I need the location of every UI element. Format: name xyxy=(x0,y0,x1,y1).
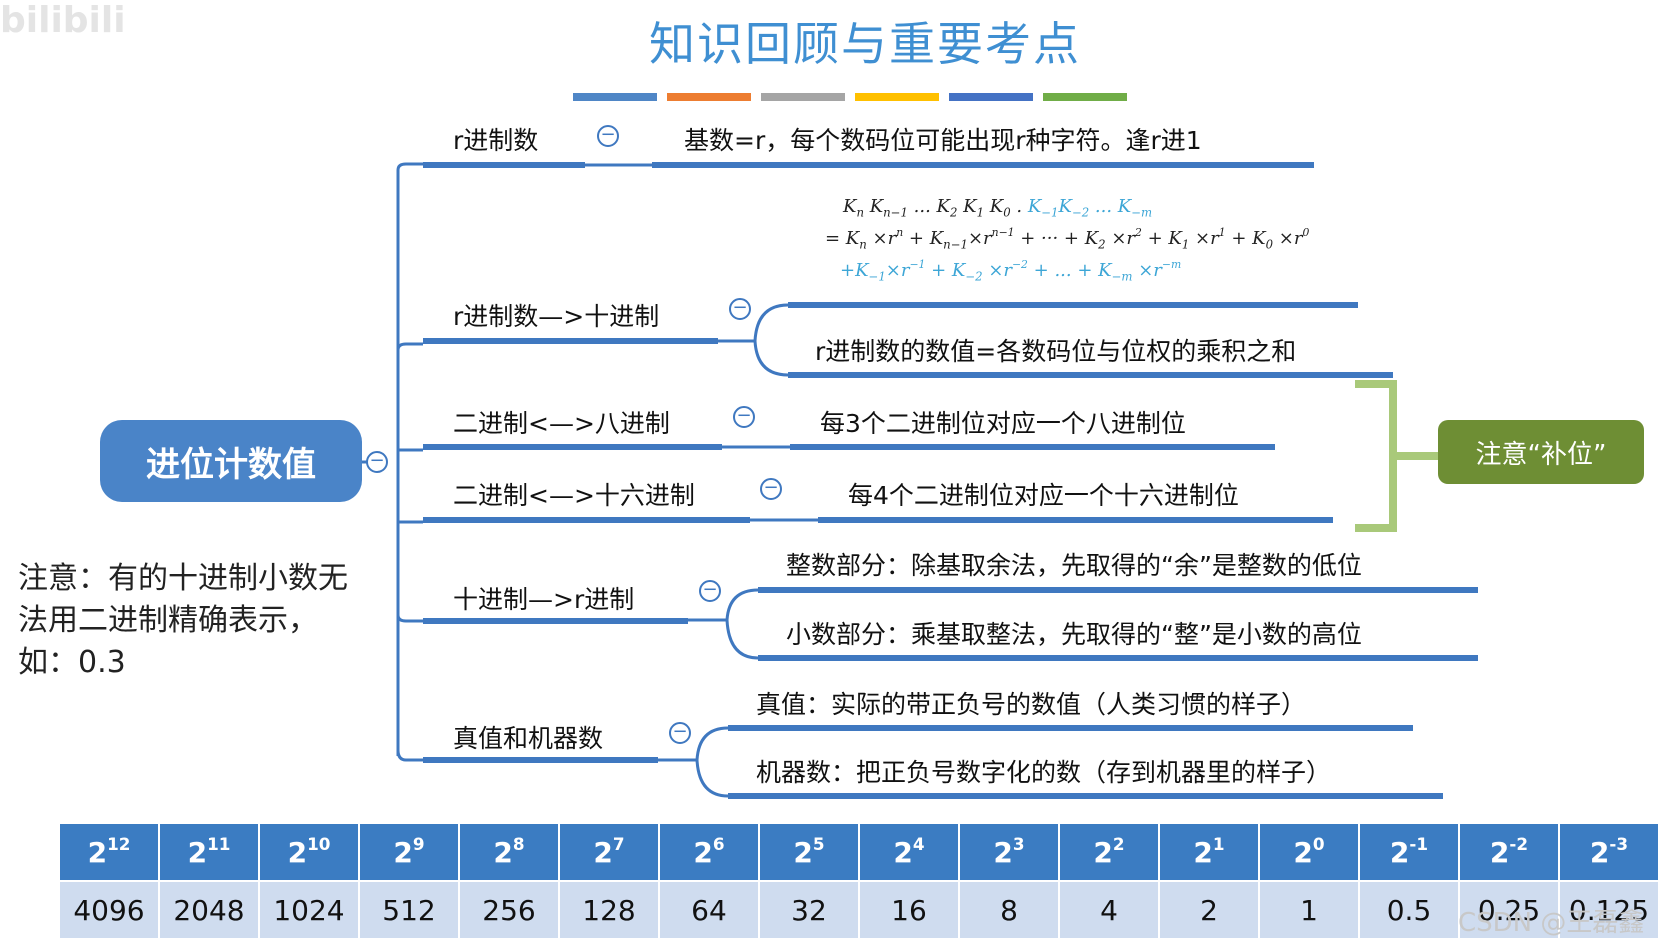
power-value: 1 xyxy=(1258,880,1360,940)
power-value: 1024 xyxy=(258,880,360,940)
power-value: 64 xyxy=(658,880,760,940)
padding-note-box[interactable]: 注意“补位” xyxy=(1438,420,1644,484)
power-value: 4 xyxy=(1058,880,1160,940)
detail-underline-6a xyxy=(728,725,1413,731)
central-topic[interactable]: 进位计数值 xyxy=(100,420,362,502)
collapse-central-icon[interactable]: − xyxy=(366,451,388,473)
power-value: 2 xyxy=(1158,880,1260,940)
power-header: 24 xyxy=(858,822,960,882)
side-note: 注意：有的十进制小数无法用二进制精确表示，如：0.3 xyxy=(18,561,348,680)
power-header: 25 xyxy=(758,822,860,882)
detail-underline-4 xyxy=(818,517,1333,523)
detail-underline-5b xyxy=(758,655,1478,661)
power-value: 32 xyxy=(758,880,860,940)
power-header: 2-1 xyxy=(1358,822,1460,882)
power-value: 0.5 xyxy=(1358,880,1460,940)
color-bar-4 xyxy=(855,93,939,101)
grouping-bracket xyxy=(1355,380,1438,532)
power-header: 212 xyxy=(58,822,160,882)
detail-underline-5a xyxy=(758,587,1478,593)
power-value: 0.25 xyxy=(1458,880,1560,940)
branch-label-3[interactable]: 二进制<—>八进制 xyxy=(453,409,670,438)
detail-underline-6b xyxy=(728,793,1443,799)
collapse-branch-1-icon[interactable]: − xyxy=(597,125,619,147)
branch-label-6[interactable]: 真值和机器数 xyxy=(453,724,604,753)
power-value: 2048 xyxy=(158,880,260,940)
branch-underline-5 xyxy=(423,618,688,624)
power-header: 23 xyxy=(958,822,1060,882)
connector-branch-1 xyxy=(396,162,423,171)
color-bar-2 xyxy=(667,93,751,101)
formula-line-3: +K−1×r−1 + K−2 ×r−2 + ... + K−m ×r−m xyxy=(840,258,1182,284)
power-value: 8 xyxy=(958,880,1060,940)
color-bar-6 xyxy=(1043,93,1127,101)
connector-sub-2 xyxy=(718,303,789,377)
power-value: 256 xyxy=(458,880,560,940)
watermark: bilibili xyxy=(0,0,126,41)
connector-branch-5 xyxy=(396,614,423,623)
collapse-branch-5-icon[interactable]: − xyxy=(699,580,721,602)
formula-line-1: Kn Kn−1 ... K2 K1 K0 . K−1K−2 ... K−m xyxy=(843,196,1153,220)
power-value: 4096 xyxy=(58,880,160,940)
branch-detail-6b: 机器数：把正负号数字化的数（存到机器里的样子） xyxy=(756,758,1332,787)
branch-detail-5a: 整数部分：除基取余法，先取得的“余”是整数的低位 xyxy=(786,551,1362,580)
power-value: 512 xyxy=(358,880,460,940)
power-header: 21 xyxy=(1158,822,1260,882)
branch-underline-6 xyxy=(423,757,658,763)
branch-detail-3: 每3个二进制位对应一个八进制位 xyxy=(820,409,1186,438)
branch-label-1[interactable]: r进制数 xyxy=(453,126,539,155)
branch-detail-5b: 小数部分：乘基取整法，先取得的“整”是小数的高位 xyxy=(786,620,1362,649)
branch-label-4[interactable]: 二进制<—>十六进制 xyxy=(453,481,695,510)
power-header: 26 xyxy=(658,822,760,882)
power-header: 211 xyxy=(158,822,260,882)
branch-detail-2: r进制数的数值=各数码位与位权的乘积之和 xyxy=(815,337,1297,366)
power-header: 2-3 xyxy=(1558,822,1660,882)
power-value: 128 xyxy=(558,880,660,940)
branch-underline-4 xyxy=(423,517,750,523)
branch-underline-3 xyxy=(423,444,722,450)
detail-underline-1 xyxy=(652,162,1314,168)
branch-detail-4: 每4个二进制位对应一个十六进制位 xyxy=(848,481,1239,510)
formula-line-2: = Kn ×rn + Kn−1×rn−1 + ··· + K2 ×r2 + K1… xyxy=(825,226,1310,252)
color-bar-5 xyxy=(949,93,1033,101)
power-header: 27 xyxy=(558,822,660,882)
power-header: 20 xyxy=(1258,822,1360,882)
connector-sub-5 xyxy=(688,588,759,660)
power-header: 2-2 xyxy=(1458,822,1560,882)
branch-detail-1: 基数=r，每个数码位可能出现r种字符。逢r进1 xyxy=(684,126,1202,155)
collapse-branch-3-icon[interactable]: − xyxy=(733,406,755,428)
branch-underline-2 xyxy=(423,338,718,344)
collapse-branch-6-icon[interactable]: − xyxy=(669,722,691,744)
page-title: 知识回顾与重要考点 xyxy=(649,17,1081,71)
branch-label-2[interactable]: r进制数—>十进制 xyxy=(453,302,660,331)
power-header: 210 xyxy=(258,822,360,882)
table-header-row: 212 211 210 29 28 27 26 25 24 23 22 21 2… xyxy=(58,822,1660,882)
detail-underline-2 xyxy=(788,372,1393,378)
connector-branch-2 xyxy=(396,342,423,351)
power-value: 16 xyxy=(858,880,960,940)
connector-sub-6 xyxy=(658,726,729,798)
branch-detail-6a: 真值：实际的带正负号的数值（人类习惯的样子） xyxy=(756,690,1307,719)
detail-underline-3 xyxy=(790,444,1275,450)
branch-label-5[interactable]: 十进制—>r进制 xyxy=(453,585,635,614)
power-header: 29 xyxy=(358,822,460,882)
power-header: 22 xyxy=(1058,822,1160,882)
power-header: 28 xyxy=(458,822,560,882)
color-bar-3 xyxy=(761,93,845,101)
table-value-row: 4096 2048 1024 512 256 128 64 32 16 8 4 … xyxy=(58,880,1660,940)
collapse-branch-2-icon[interactable]: − xyxy=(729,298,751,320)
collapse-branch-4-icon[interactable]: − xyxy=(760,478,782,500)
power-value: 0.125 xyxy=(1558,880,1660,940)
color-bar-1 xyxy=(573,93,657,101)
branch-underline-1 xyxy=(423,162,585,168)
formula-underline xyxy=(788,302,1358,308)
powers-of-two-table: 212 211 210 29 28 27 26 25 24 23 22 21 2… xyxy=(58,822,1660,940)
connector-branch-6 xyxy=(396,749,423,762)
credit-watermark: CSDN @王磊鑫 xyxy=(1458,908,1645,938)
